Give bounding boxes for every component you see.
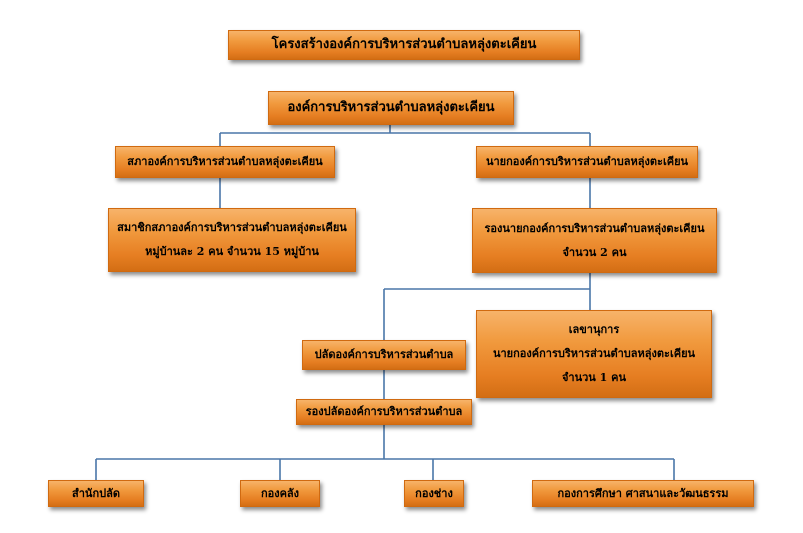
secretary-line2: นายกองค์การบริหารส่วนตำบลหลุ่งตะเคียน (492, 347, 696, 361)
department-node: กองการศึกษา ศาสนาและวัฒนธรรม (532, 480, 754, 507)
mayor-node-label: นายกองค์การบริหารส่วนตำบลหลุ่งตะเคียน (485, 155, 689, 169)
department-node: กองช่าง (404, 480, 464, 507)
deputy-clerk-node-label: รองปลัดองค์การบริหารส่วนตำบล (305, 405, 463, 419)
mayor-node: นายกองค์การบริหารส่วนตำบลหลุ่งตะเคียน (476, 146, 698, 178)
secretary-node: เลขานุการ นายกองค์การบริหารส่วนตำบลหลุ่ง… (476, 310, 712, 398)
root-node: องค์การบริหารส่วนตำบลหลุ่งตะเคียน (268, 91, 514, 125)
deputy-mayor-node: รองนายกองค์การบริหารส่วนตำบลหลุ่งตะเคียน… (472, 208, 717, 273)
department-label: กองช่าง (415, 486, 453, 500)
secretary-line1: เลขานุการ (568, 323, 620, 337)
council-node-label: สภาองค์การบริหารส่วนตำบลหลุ่งตะเคียน (127, 155, 323, 169)
council-members-node: สมาชิกสภาองค์การบริหารส่วนตำบลหลุ่งตะเคี… (108, 208, 356, 272)
department-node: กองคลัง (240, 480, 320, 507)
root-node-label: องค์การบริหารส่วนตำบลหลุ่งตะเคียน (287, 99, 495, 115)
clerk-node-label: ปลัดองค์การบริหารส่วนตำบล (314, 348, 454, 362)
deputy-mayor-line1: รองนายกองค์การบริหารส่วนตำบลหลุ่งตะเคียน (484, 221, 705, 235)
council-members-line2: หมู่บ้านละ 2 คน จำนวน 15 หมู่บ้าน (145, 245, 319, 258)
council-node: สภาองค์การบริหารส่วนตำบลหลุ่งตะเคียน (115, 146, 335, 178)
chart-title: โครงสร้างองค์การบริหารส่วนตำบลหลุ่งตะเคี… (271, 36, 537, 52)
council-members-line1: สมาชิกสภาองค์การบริหารส่วนตำบลหลุ่งตะเคี… (117, 221, 347, 235)
clerk-node: ปลัดองค์การบริหารส่วนตำบล (302, 340, 466, 370)
deputy-mayor-line2: จำนวน 2 คน (562, 245, 627, 259)
department-node: สำนักปลัด (48, 480, 144, 507)
department-label: กองการศึกษา ศาสนาและวัฒนธรรม (557, 486, 729, 500)
secretary-line3: จำนวน 1 คน (561, 370, 627, 384)
department-label: สำนักปลัด (72, 486, 120, 500)
department-label: กองคลัง (260, 486, 300, 500)
chart-title-box: โครงสร้างองค์การบริหารส่วนตำบลหลุ่งตะเคี… (228, 30, 580, 60)
deputy-clerk-node: รองปลัดองค์การบริหารส่วนตำบล (296, 399, 472, 425)
